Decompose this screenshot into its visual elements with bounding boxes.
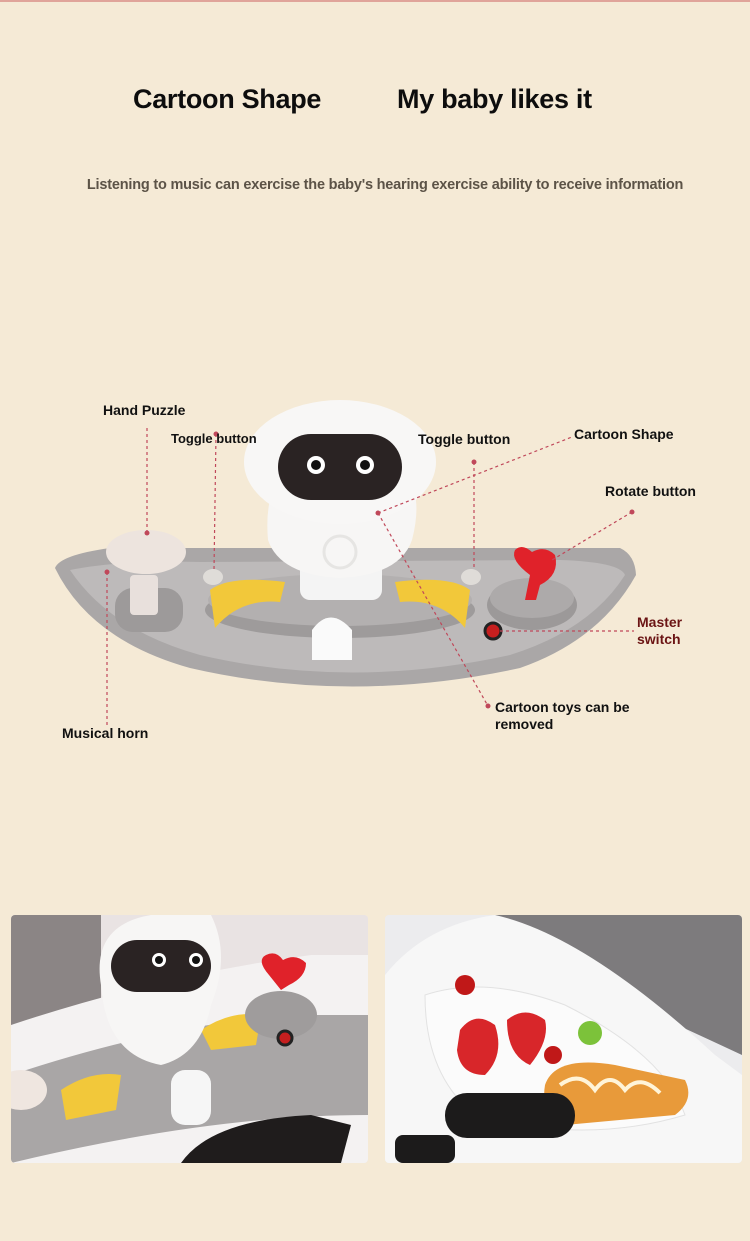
subtitle: Listening to music can exercise the baby… <box>86 177 684 193</box>
callout-rotate-button: Rotate button <box>605 483 696 499</box>
callout-hand-puzzle: Hand Puzzle <box>103 402 186 418</box>
title-baby-likes: My baby likes it <box>397 84 592 114</box>
callout-toys-removed-line2: removed <box>495 716 554 732</box>
toy-panel-illustration <box>55 400 636 725</box>
callout-toggle-button-right: Toggle button <box>418 431 511 447</box>
callout-master-switch-line1: Master <box>637 614 683 630</box>
callout-master-switch-line2: switch <box>637 631 681 647</box>
callout-musical-horn: Musical horn <box>62 725 149 741</box>
callout-cartoon-shape: Cartoon Shape <box>574 426 674 442</box>
top-border <box>0 0 750 2</box>
callout-toys-removed-line1: Cartoon toys can be <box>495 699 630 715</box>
callout-toggle-button-left: Toggle button <box>171 431 257 446</box>
title-cartoon-shape: Cartoon Shape <box>133 84 322 114</box>
photo-food-tray <box>385 915 742 1163</box>
photo-robot-closeup <box>11 915 368 1163</box>
